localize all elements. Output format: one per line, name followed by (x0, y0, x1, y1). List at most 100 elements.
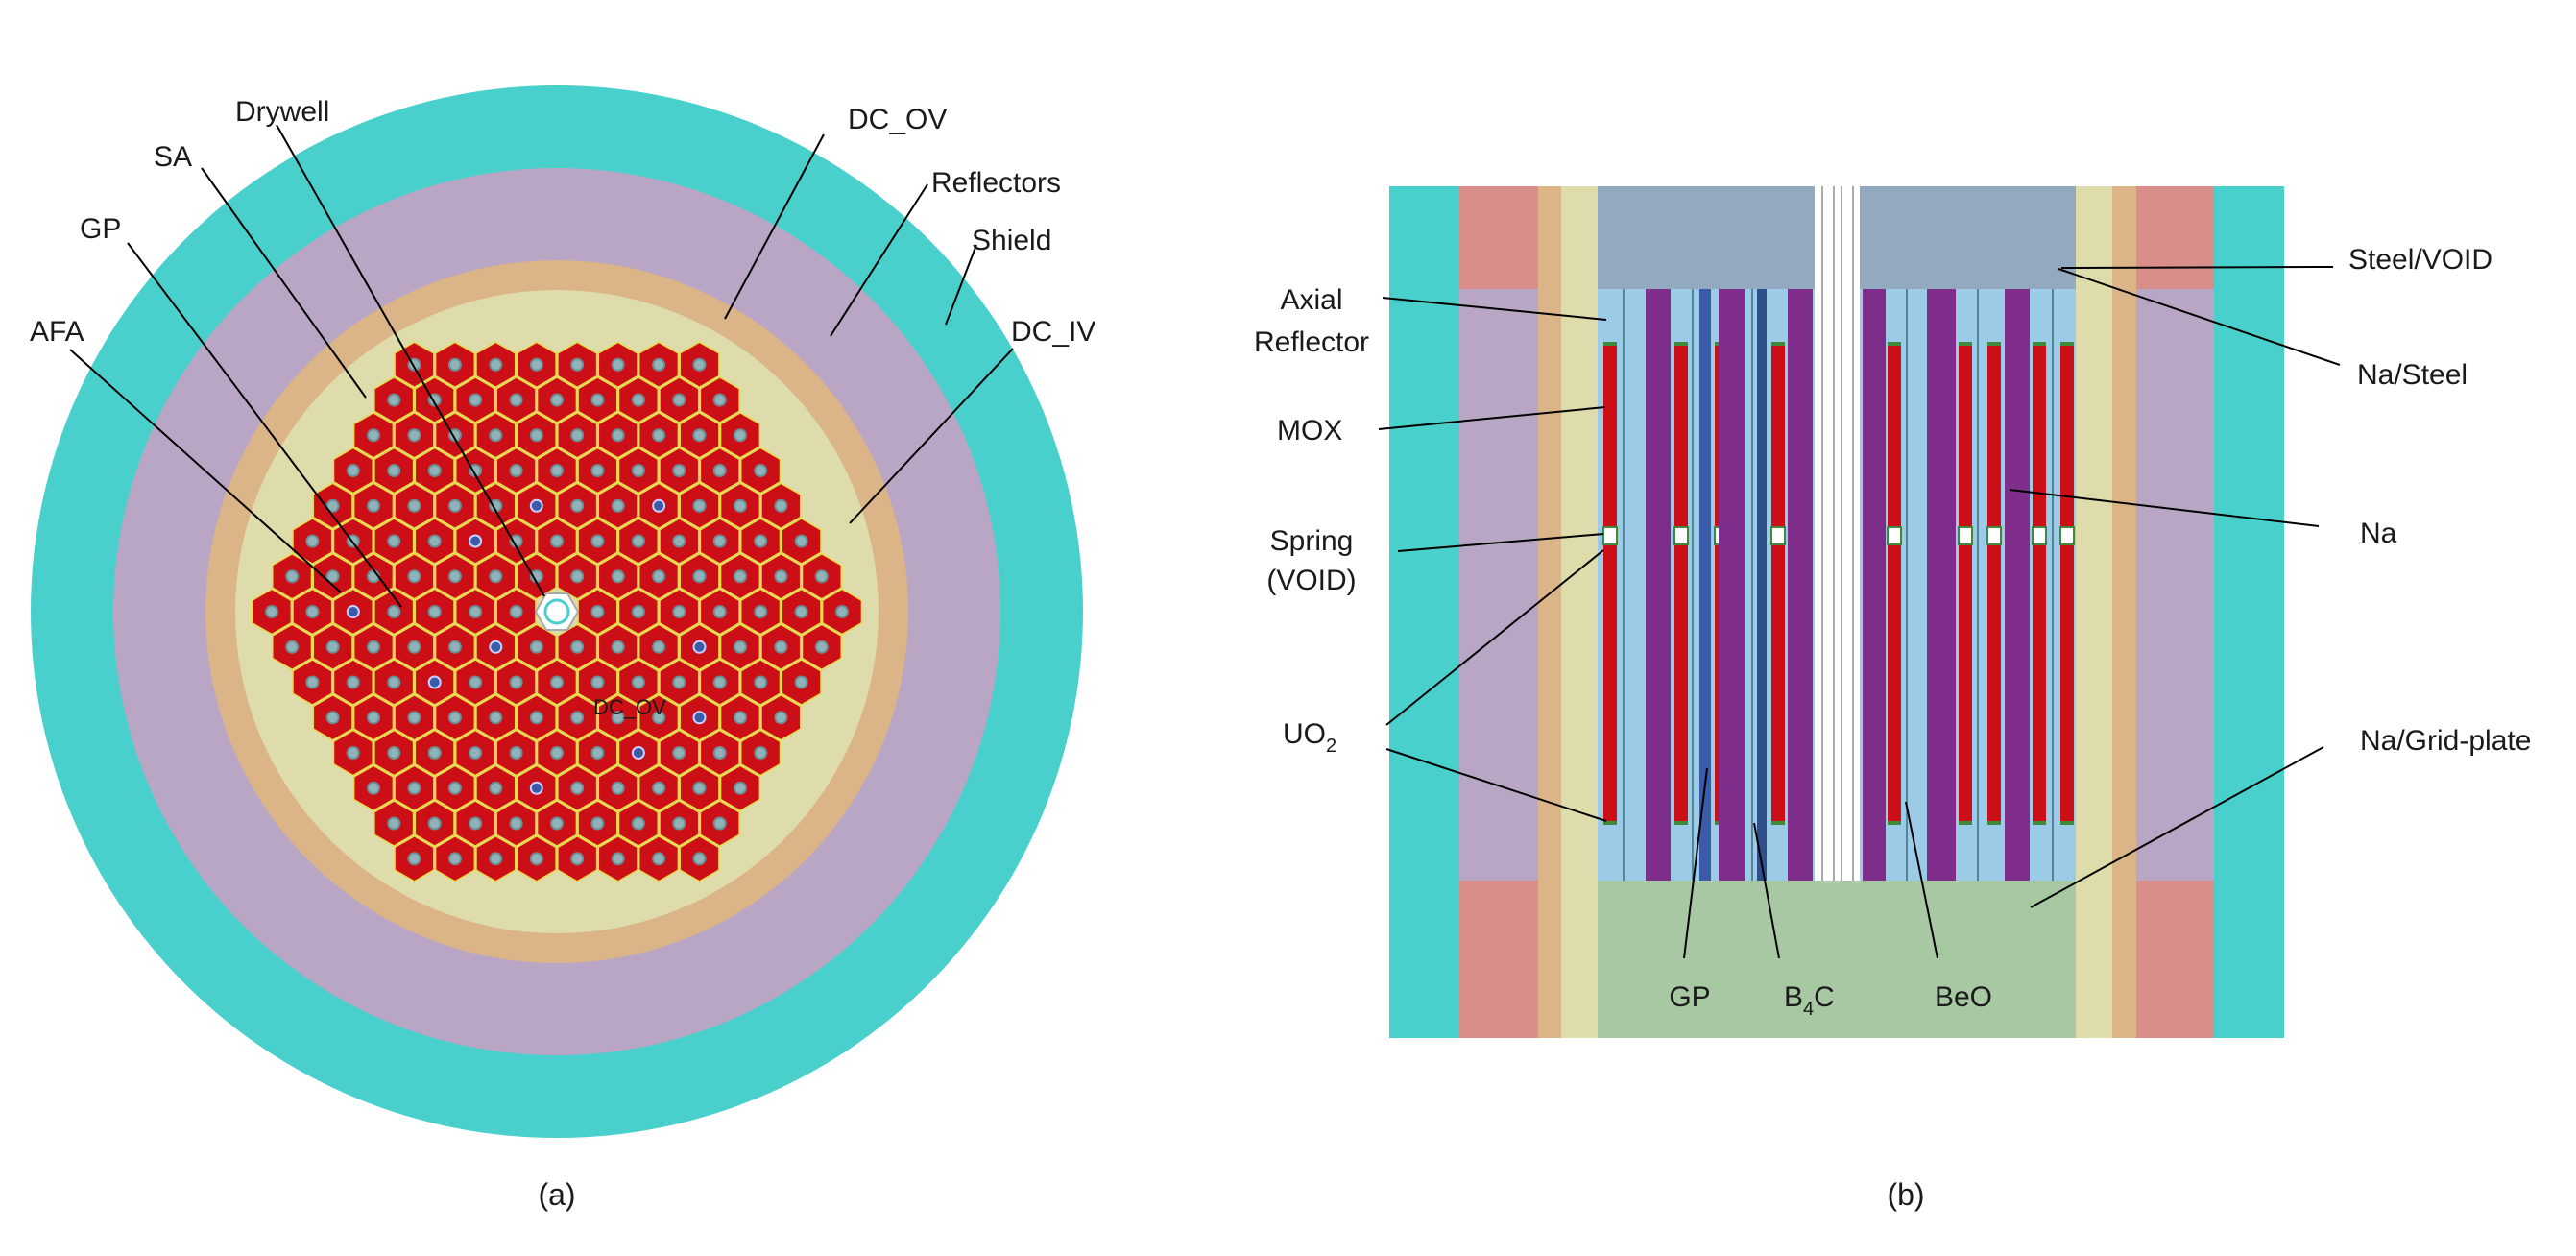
assembly-center-pin (652, 711, 666, 725)
assembly-center-pin (387, 534, 401, 548)
assembly-center-pin (489, 711, 503, 725)
assembly-center-pin (509, 675, 523, 689)
assembly-center-pin (631, 816, 645, 831)
label-dc-ov-inner: DC_OV (593, 695, 666, 719)
panel-b-labels: Axial Reflector MOX Spring (VOID) UO2 GP… (1254, 244, 2531, 1020)
assembly-center-pin (712, 816, 727, 831)
label-gp-b: GP (1669, 981, 1710, 1013)
pin-end-cap (1771, 821, 1785, 825)
assembly-center-pin (407, 569, 421, 584)
assembly-center-pin (814, 640, 829, 654)
assembly-center-pin (529, 640, 543, 654)
assembly-center-pin (529, 428, 543, 443)
spring-void (1887, 526, 1902, 545)
assembly-center-pin (590, 393, 605, 407)
assembly-center-pin (672, 393, 686, 407)
assembly-center-pin (489, 428, 503, 443)
assembly-center-pin (692, 357, 707, 372)
assembly-center-pin (407, 640, 421, 654)
assembly-center-pin (570, 498, 585, 513)
pin-end-cap (1888, 821, 1901, 825)
assembly-center-pin (529, 852, 543, 866)
assembly-center-pin (590, 675, 605, 689)
assembly-center-pin (611, 428, 625, 443)
assembly-center-pin (631, 675, 645, 689)
assembly-center-pin (672, 675, 686, 689)
fuel-pin (2060, 346, 2074, 821)
assembly-center-pin (570, 852, 585, 866)
assembly-center-pin (712, 464, 727, 477)
assembly-center-pin (734, 498, 747, 513)
assembly-center-pin (590, 605, 605, 618)
pin-end-cap (1987, 342, 2001, 346)
assembly-center-pin (447, 569, 462, 584)
assembly-center-pin (692, 498, 707, 513)
assembly-center-pin (387, 746, 401, 760)
spring-void (2059, 526, 2075, 545)
assembly-center-pin (712, 605, 727, 618)
assembly-center-pin (407, 781, 421, 795)
assembly-center-pin (387, 393, 401, 407)
caption-b: (b) (1887, 1177, 1924, 1212)
label-dc-iv: DC_IV (1011, 316, 1095, 348)
assembly-center-pin (672, 746, 686, 760)
assembly-center-pin (754, 675, 768, 689)
assembly-center-pin (325, 498, 340, 513)
assembly-center-pin (325, 569, 340, 584)
assembly-center-pin (692, 852, 707, 866)
assembly-center-pin (305, 675, 320, 689)
assembly-center-pin (346, 746, 360, 760)
right-dc-ov (2112, 186, 2136, 1038)
assembly-center-pin (570, 569, 585, 584)
assembly-center-pin (734, 781, 747, 795)
assembly-center-pin (387, 816, 401, 831)
pin-end-cap (1674, 342, 1688, 346)
gp-pin (529, 498, 543, 513)
pin-end-cap (2060, 342, 2074, 346)
assembly-center-pin (570, 711, 585, 725)
assembly-center-pin (754, 605, 768, 618)
caption-a: (a) (538, 1177, 575, 1212)
right-steel-void-bottom (2136, 881, 2214, 1038)
assembly-center-pin (489, 357, 503, 372)
core-assembly-lattice (251, 341, 863, 882)
assembly-center-pin (427, 816, 442, 831)
assembly-center-pin (367, 781, 380, 795)
assembly-center-pin (305, 534, 320, 548)
assembly-center-pin (325, 640, 340, 654)
assembly-center-pin (367, 498, 380, 513)
assembly-center-pin (387, 605, 401, 618)
assembly-center-pin (590, 746, 605, 760)
assembly-center-pin (489, 852, 503, 866)
assembly-center-pin (529, 357, 543, 372)
assembly-center-pin (489, 781, 503, 795)
assembly-center-pin (570, 781, 585, 795)
pin-end-cap (1771, 342, 1785, 346)
label-shield: Shield (972, 225, 1051, 256)
pin-end-cap (1888, 342, 1901, 346)
assembly-center-pin (570, 357, 585, 372)
left-shield (1389, 186, 1459, 1038)
assembly-center-pin (509, 464, 523, 477)
assembly-center-pin (652, 640, 666, 654)
gp-pin (346, 605, 360, 618)
assembly-center-pin (570, 640, 585, 654)
spring-void (1602, 526, 1618, 545)
gp-pin (692, 640, 707, 654)
assembly-center-pin (734, 569, 747, 584)
beo-rod (1788, 289, 1813, 881)
assembly-center-pin (611, 781, 625, 795)
assembly-center-pin (407, 711, 421, 725)
fuel-pin (1603, 346, 1617, 821)
assembly-center-pin (754, 746, 768, 760)
assembly-center-pin (631, 393, 645, 407)
fuel-pin (1771, 346, 1785, 821)
assembly-center-pin (407, 428, 421, 443)
panel-a-leaders (69, 124, 1014, 608)
assembly-center-pin (734, 711, 747, 725)
assembly-center-pin (550, 816, 564, 831)
assembly-center-pin (611, 852, 625, 866)
pin-end-cap (2060, 821, 2074, 825)
assembly-center-pin (590, 464, 605, 477)
assembly-center-pin (631, 464, 645, 477)
